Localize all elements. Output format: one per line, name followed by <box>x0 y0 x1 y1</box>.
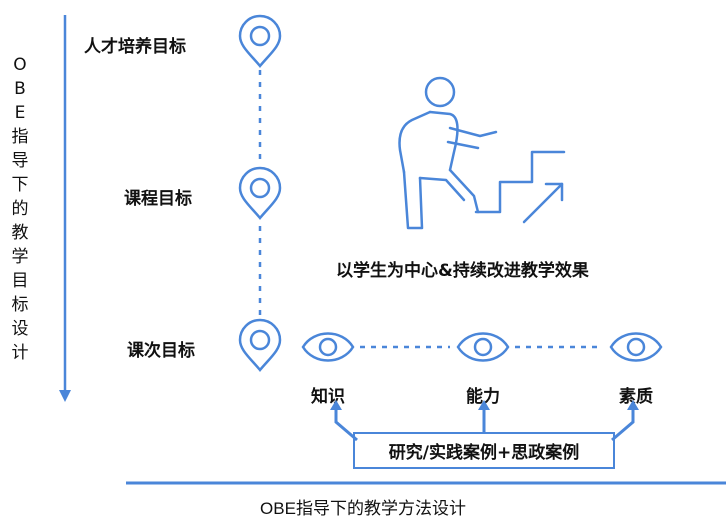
outcome-label-ability: 能力 <box>466 387 500 407</box>
motto-text: 以学生为中心&持续改进教学效果 <box>336 261 589 281</box>
side-title-char: 的 <box>11 199 29 219</box>
side-title-char: 指 <box>11 127 29 147</box>
eye-icon <box>301 332 355 362</box>
eye-icon <box>456 332 510 362</box>
outcome-label-quality: 素质 <box>619 387 653 407</box>
side-title-char: E <box>14 103 26 123</box>
side-title-char: 目 <box>11 271 29 291</box>
side-title-char: 下 <box>11 175 29 195</box>
goal-label-lesson: 课次目标 <box>127 341 195 361</box>
side-title-char: 设 <box>11 319 29 339</box>
side-title-char: 导 <box>11 151 29 171</box>
goal-label-talent: 人才培养目标 <box>84 37 186 57</box>
map-pin-icon <box>238 318 282 372</box>
person-climbing-stairs-icon <box>398 76 566 230</box>
map-pin-icon <box>238 14 282 68</box>
arrow-icon <box>478 400 490 432</box>
vertical-axis-arrow <box>59 15 71 402</box>
side-title-char: 标 <box>11 295 29 315</box>
arrow-icon <box>611 400 639 442</box>
side-title-char: 学 <box>11 247 29 267</box>
eye-icon <box>609 332 663 362</box>
arrow-icon <box>330 400 358 442</box>
bottom-title: OBE指导下的教学方法设计 <box>260 499 466 518</box>
side-title-char: B <box>14 79 26 99</box>
side-title-char: 计 <box>11 343 29 363</box>
goal-label-course: 课程目标 <box>124 189 192 209</box>
side-title-char: O <box>13 55 27 75</box>
methods-box: 研究/实践案例+思政案例 <box>353 432 615 469</box>
side-title-char: 教 <box>11 223 29 243</box>
map-pin-icon <box>238 166 282 220</box>
methods-box-label: 研究/实践案例+思政案例 <box>388 443 580 463</box>
